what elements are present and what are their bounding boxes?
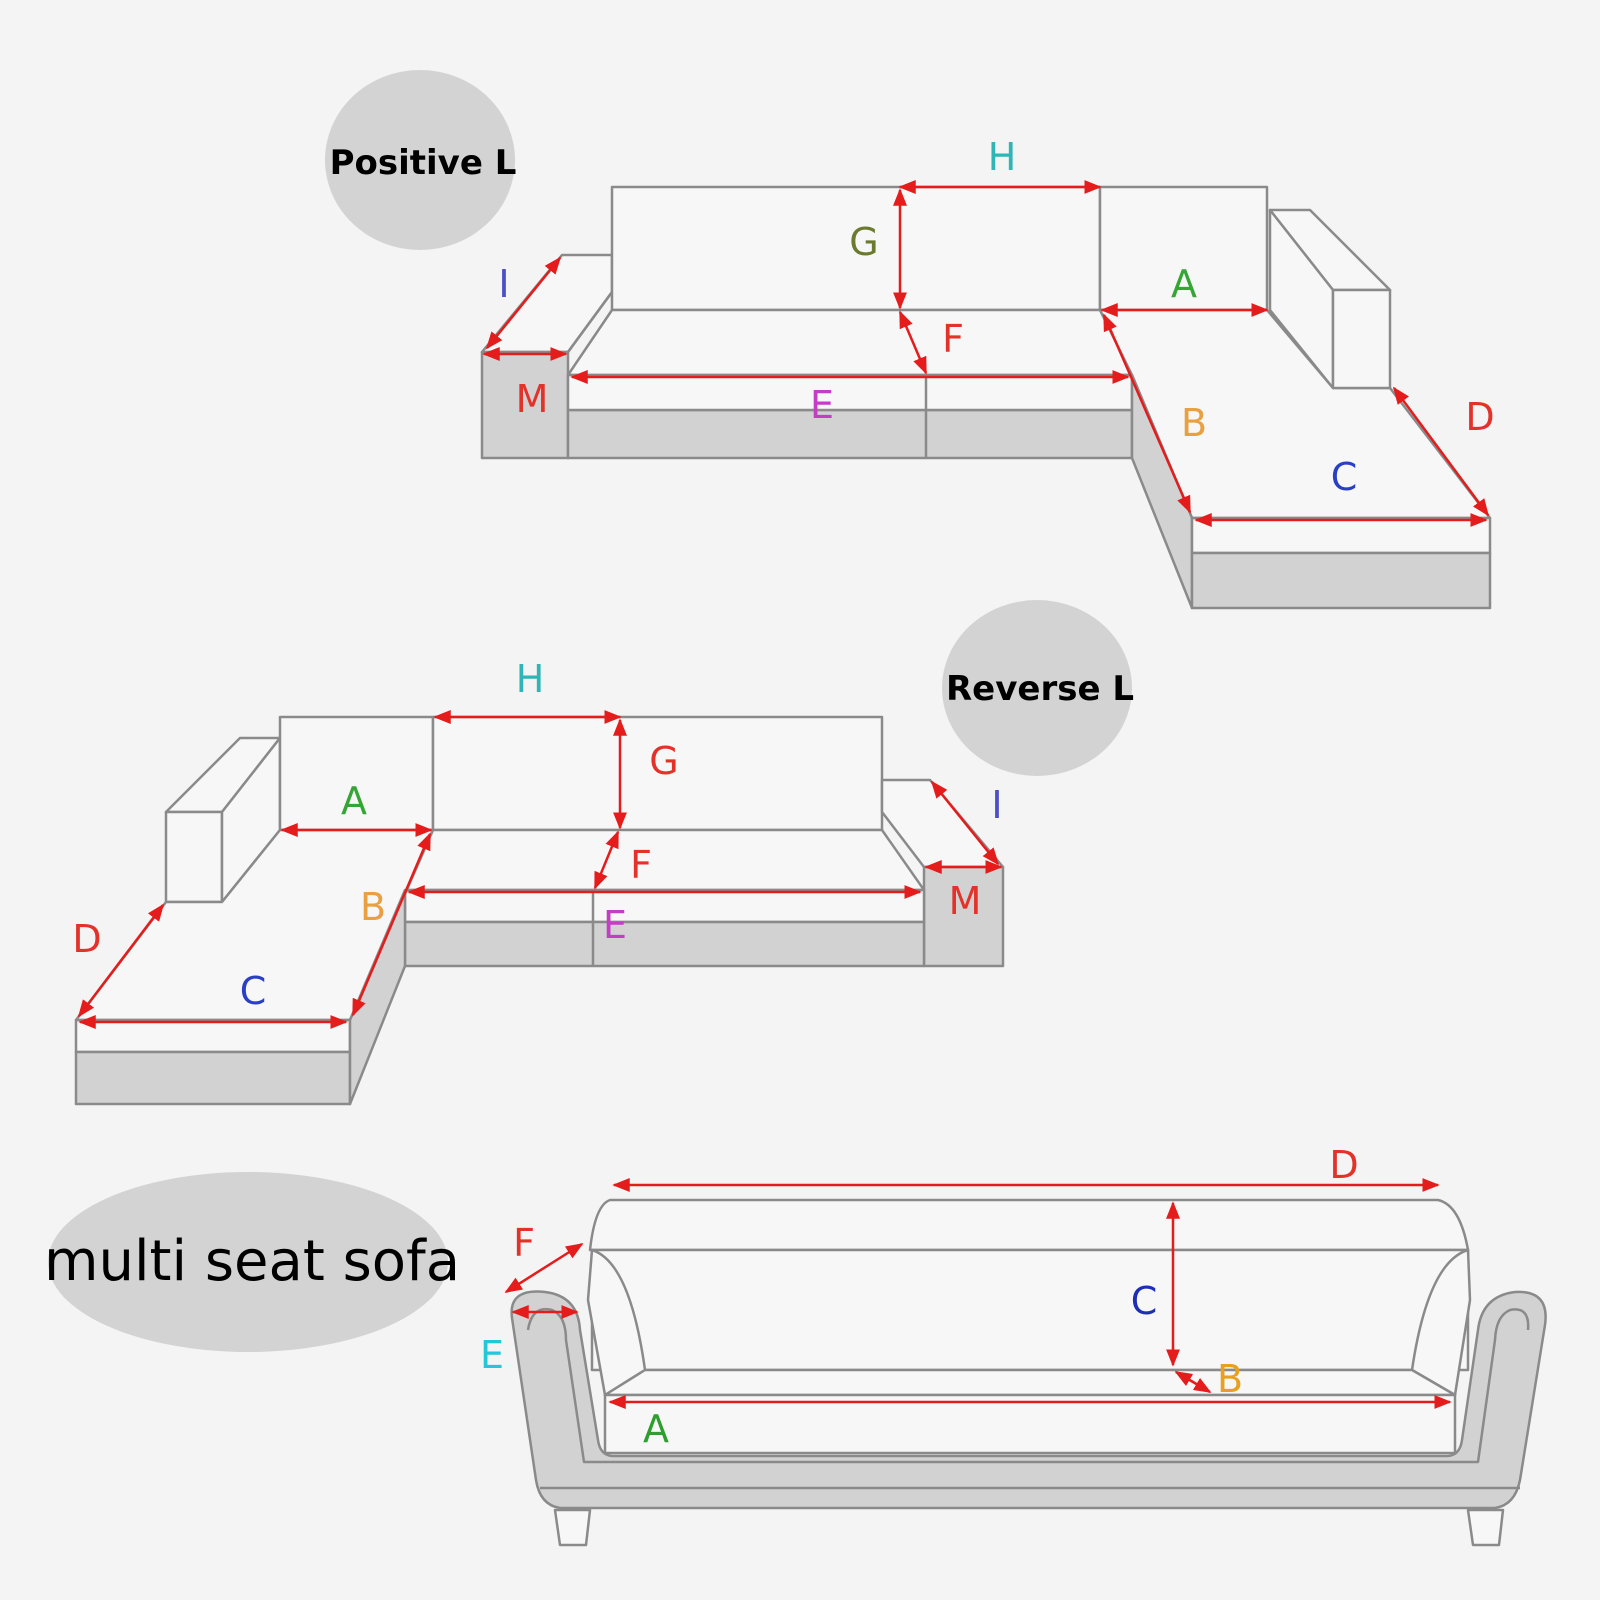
reverse-dim-b [351,832,432,1017]
reverse-left-arm-front [164,810,224,904]
multi-seat-sofa-diagram: multi seat sofa D F C E B A [44,1143,1547,1547]
multi-back-top [588,1198,1470,1252]
positive-label-m: M [516,377,549,421]
positive-l-badge [325,70,515,250]
reverse-backrest-right [431,715,884,832]
positive-label-b: B [1181,401,1207,445]
positive-label-g: G [849,220,878,264]
multi-dim-f [504,1242,584,1294]
multi-leg-left [553,1508,592,1547]
multi-label-b: B [1217,1357,1243,1401]
positive-dim-i [485,256,562,350]
positive-label-e: E [810,383,834,427]
reverse-dim-f [593,830,620,890]
reverse-l-badge [942,600,1132,776]
reverse-label-i: I [991,783,1002,827]
positive-l-badge-text: Positive L [330,143,517,183]
reverse-dim-d [77,903,165,1018]
reverse-label-e: E [603,903,627,947]
positive-backrest-right [1098,185,1269,312]
multi-seat-front [603,1393,1457,1455]
multi-label-d: D [1329,1143,1358,1187]
reverse-l-diagram: Reverse L H G A I [72,600,1134,1106]
reverse-seat-front [403,920,926,968]
multi-frame [510,1290,1547,1510]
reverse-chaise-front [74,1050,352,1106]
reverse-label-d: D [72,917,101,961]
positive-dim-f [898,310,928,375]
multi-seat-sofa-badge [48,1172,448,1352]
reverse-l-badge-text: Reverse L [946,669,1134,709]
reverse-seat-top [403,828,926,892]
reverse-label-a: A [341,779,367,823]
multi-label-c: C [1131,1279,1158,1323]
reverse-label-g: G [649,739,678,783]
reverse-dim-i [930,780,1000,866]
positive-label-c: C [1331,455,1358,499]
positive-l-diagram: Positive L H G A [325,70,1495,610]
multi-seat-sofa-badge-text: multi seat sofa [44,1229,460,1294]
positive-label-i: I [498,262,509,306]
reverse-label-m: M [949,879,982,923]
multi-leg-right [1466,1508,1505,1547]
multi-label-a: A [643,1407,669,1451]
positive-label-h: H [988,135,1017,179]
multi-label-e: E [480,1333,504,1377]
multi-label-f: F [513,1221,535,1265]
multi-seat-top [603,1368,1457,1397]
multi-dim-b [1174,1370,1212,1394]
multi-back-panel [590,1248,1470,1372]
positive-label-d: D [1465,395,1494,439]
positive-seat-front [566,408,1134,460]
positive-label-f: F [942,317,964,361]
positive-seat-top [566,308,1134,377]
reverse-label-f: F [630,843,652,887]
positive-right-arm-front [1331,288,1392,390]
positive-dim-d [1392,386,1490,517]
positive-chaise-front [1190,551,1492,610]
positive-dim-b [1102,313,1192,514]
reverse-label-h: H [516,657,545,701]
reverse-label-c: C [240,969,267,1013]
reverse-label-b: B [360,885,386,929]
positive-label-a: A [1171,262,1197,306]
